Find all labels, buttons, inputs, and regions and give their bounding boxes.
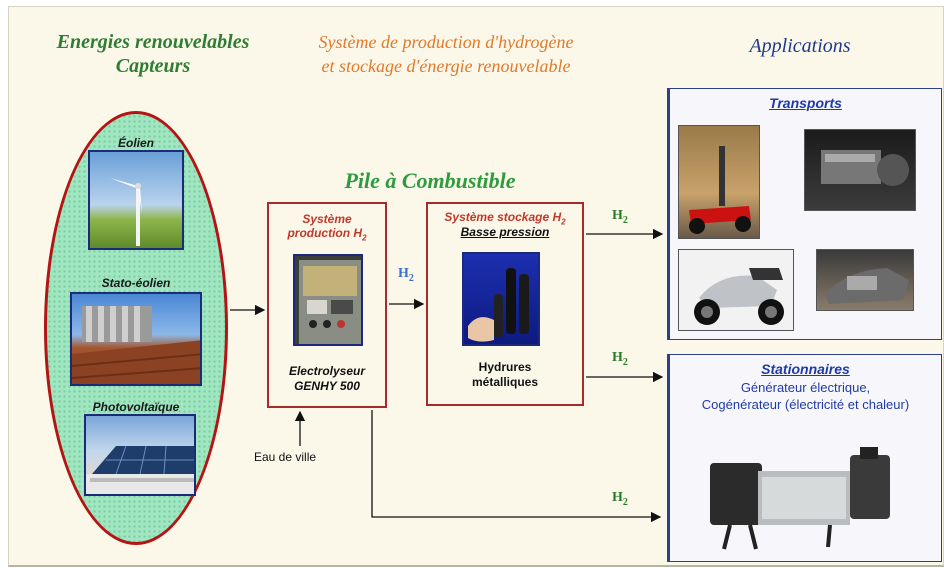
scooter-photo — [678, 125, 760, 239]
system-header: Système de production d'hydrogène et sto… — [276, 30, 616, 78]
electrolyser-caption: Electrolyseur GENHY 500 — [269, 364, 385, 394]
engine-icon — [821, 150, 909, 186]
electrolyser-photo — [293, 254, 363, 346]
hydride-tanks-photo — [462, 252, 540, 346]
storage-title-sub: 2 — [561, 217, 566, 227]
pv-label: Photovoltaïque — [92, 400, 180, 414]
renewables-header-line1: Energies renouvelables — [56, 31, 250, 53]
h2-label-direct-h: H — [612, 490, 623, 505]
production-system-box: Système production H2 Electrolyseur GENH… — [267, 202, 387, 408]
electrolyser-caption-line2: GENHY 500 — [294, 379, 360, 393]
engine-photo — [804, 129, 916, 211]
system-header-line2: et stockage d'énergie renouvelable — [321, 56, 571, 76]
wind-label: Éolien — [117, 136, 154, 150]
pv-photo — [84, 414, 196, 496]
fuel-cell-engine-icon — [825, 268, 909, 304]
h2-label-storage: H2 — [398, 266, 414, 284]
electrolyser-icon — [299, 260, 361, 344]
h2-label-direct: H2 — [612, 490, 628, 508]
stationary-panel: Stationnaires Générateur électrique, Cog… — [667, 354, 942, 562]
storage-subtitle: Basse pression — [460, 225, 550, 239]
h2-label-direct-sub: 2 — [622, 496, 628, 508]
hydride-caption-line1: Hydrures — [478, 360, 532, 374]
storage-title: Système stockage H2 — [428, 210, 582, 229]
wind-turbine-photo — [88, 150, 184, 250]
motorbike-icon — [694, 268, 784, 325]
production-title-line1: Système — [302, 212, 352, 226]
h2-label-stationary-sub: 2 — [622, 356, 628, 368]
applications-header: Applications — [710, 34, 890, 58]
renewables-header: Energies renouvelables Capteurs — [28, 30, 278, 78]
h2-label-transports: H2 — [612, 208, 628, 226]
stato-wind-photo — [70, 292, 202, 386]
stationary-line2: Cogénérateur (électricité et chaleur) — [701, 397, 910, 412]
h2-label-storage-h: H — [398, 266, 409, 281]
h2-label-stationary: H2 — [612, 350, 628, 368]
wind-turbine-icon — [110, 164, 160, 246]
transports-title: Transports — [769, 95, 842, 111]
fuel-cell-engine-photo — [816, 249, 914, 311]
production-title-sub: 2 — [362, 233, 367, 243]
production-title-line2: production H — [287, 226, 363, 240]
fuel-cell-title-text: Pile à Combustible — [344, 168, 516, 193]
arrow-production-direct — [371, 410, 662, 523]
stationary-title: Stationnaires — [761, 361, 850, 377]
h2-label-transports-h: H — [612, 208, 623, 223]
hydride-tanks-icon — [468, 268, 529, 342]
electrolyser-caption-line1: Electrolyseur — [288, 364, 366, 378]
hydride-caption: Hydrures métalliques — [428, 360, 582, 390]
system-header-line1: Système de production d'hydrogène — [318, 32, 574, 52]
generator-photo — [710, 441, 910, 557]
h2-label-transports-sub: 2 — [622, 214, 628, 226]
generator-icon — [710, 447, 890, 550]
water-input-label: Eau de ville — [254, 450, 317, 464]
stationary-line1: Générateur électrique, — [740, 380, 871, 395]
stato-wind-label: Stato-éolien — [101, 276, 171, 290]
rooftop-turbine-icon — [72, 306, 200, 384]
production-title: Système production H2 — [269, 212, 385, 245]
transports-panel: Transports — [667, 88, 942, 340]
hydride-caption-line2: métalliques — [471, 375, 539, 389]
storage-title-text: Système stockage H — [444, 210, 562, 224]
scooter-icon — [689, 146, 751, 234]
h2-label-storage-sub: 2 — [408, 272, 414, 284]
solar-panel-icon — [86, 445, 194, 494]
motorbike-photo — [678, 249, 794, 331]
applications-header-text: Applications — [749, 35, 851, 57]
fuel-cell-title: Pile à Combustible — [300, 169, 560, 193]
renewables-header-line2: Capteurs — [115, 55, 191, 77]
h2-label-stationary-h: H — [612, 350, 623, 365]
storage-system-box: Système stockage H2 Basse pression Hydru… — [426, 202, 584, 406]
